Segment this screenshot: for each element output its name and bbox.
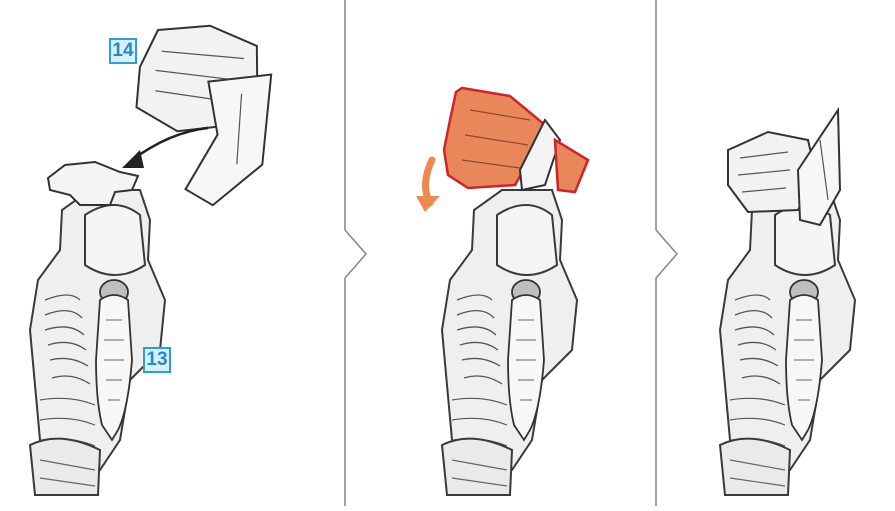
chevron-right-icon <box>345 230 366 278</box>
panel-2 <box>416 88 588 495</box>
part-14 <box>115 13 288 213</box>
panel-3 <box>720 110 855 495</box>
panel-1 <box>30 13 288 495</box>
step-divider-2 <box>656 0 677 506</box>
part-number-13-label: 13 <box>143 347 171 373</box>
chevron-right-icon <box>656 230 677 278</box>
step-divider-1 <box>345 0 366 506</box>
attach-arrow-icon <box>132 128 208 160</box>
part-number-14-label: 14 <box>109 38 137 64</box>
assembled-part-14 <box>728 110 840 225</box>
highlight-part-fin <box>555 140 588 192</box>
